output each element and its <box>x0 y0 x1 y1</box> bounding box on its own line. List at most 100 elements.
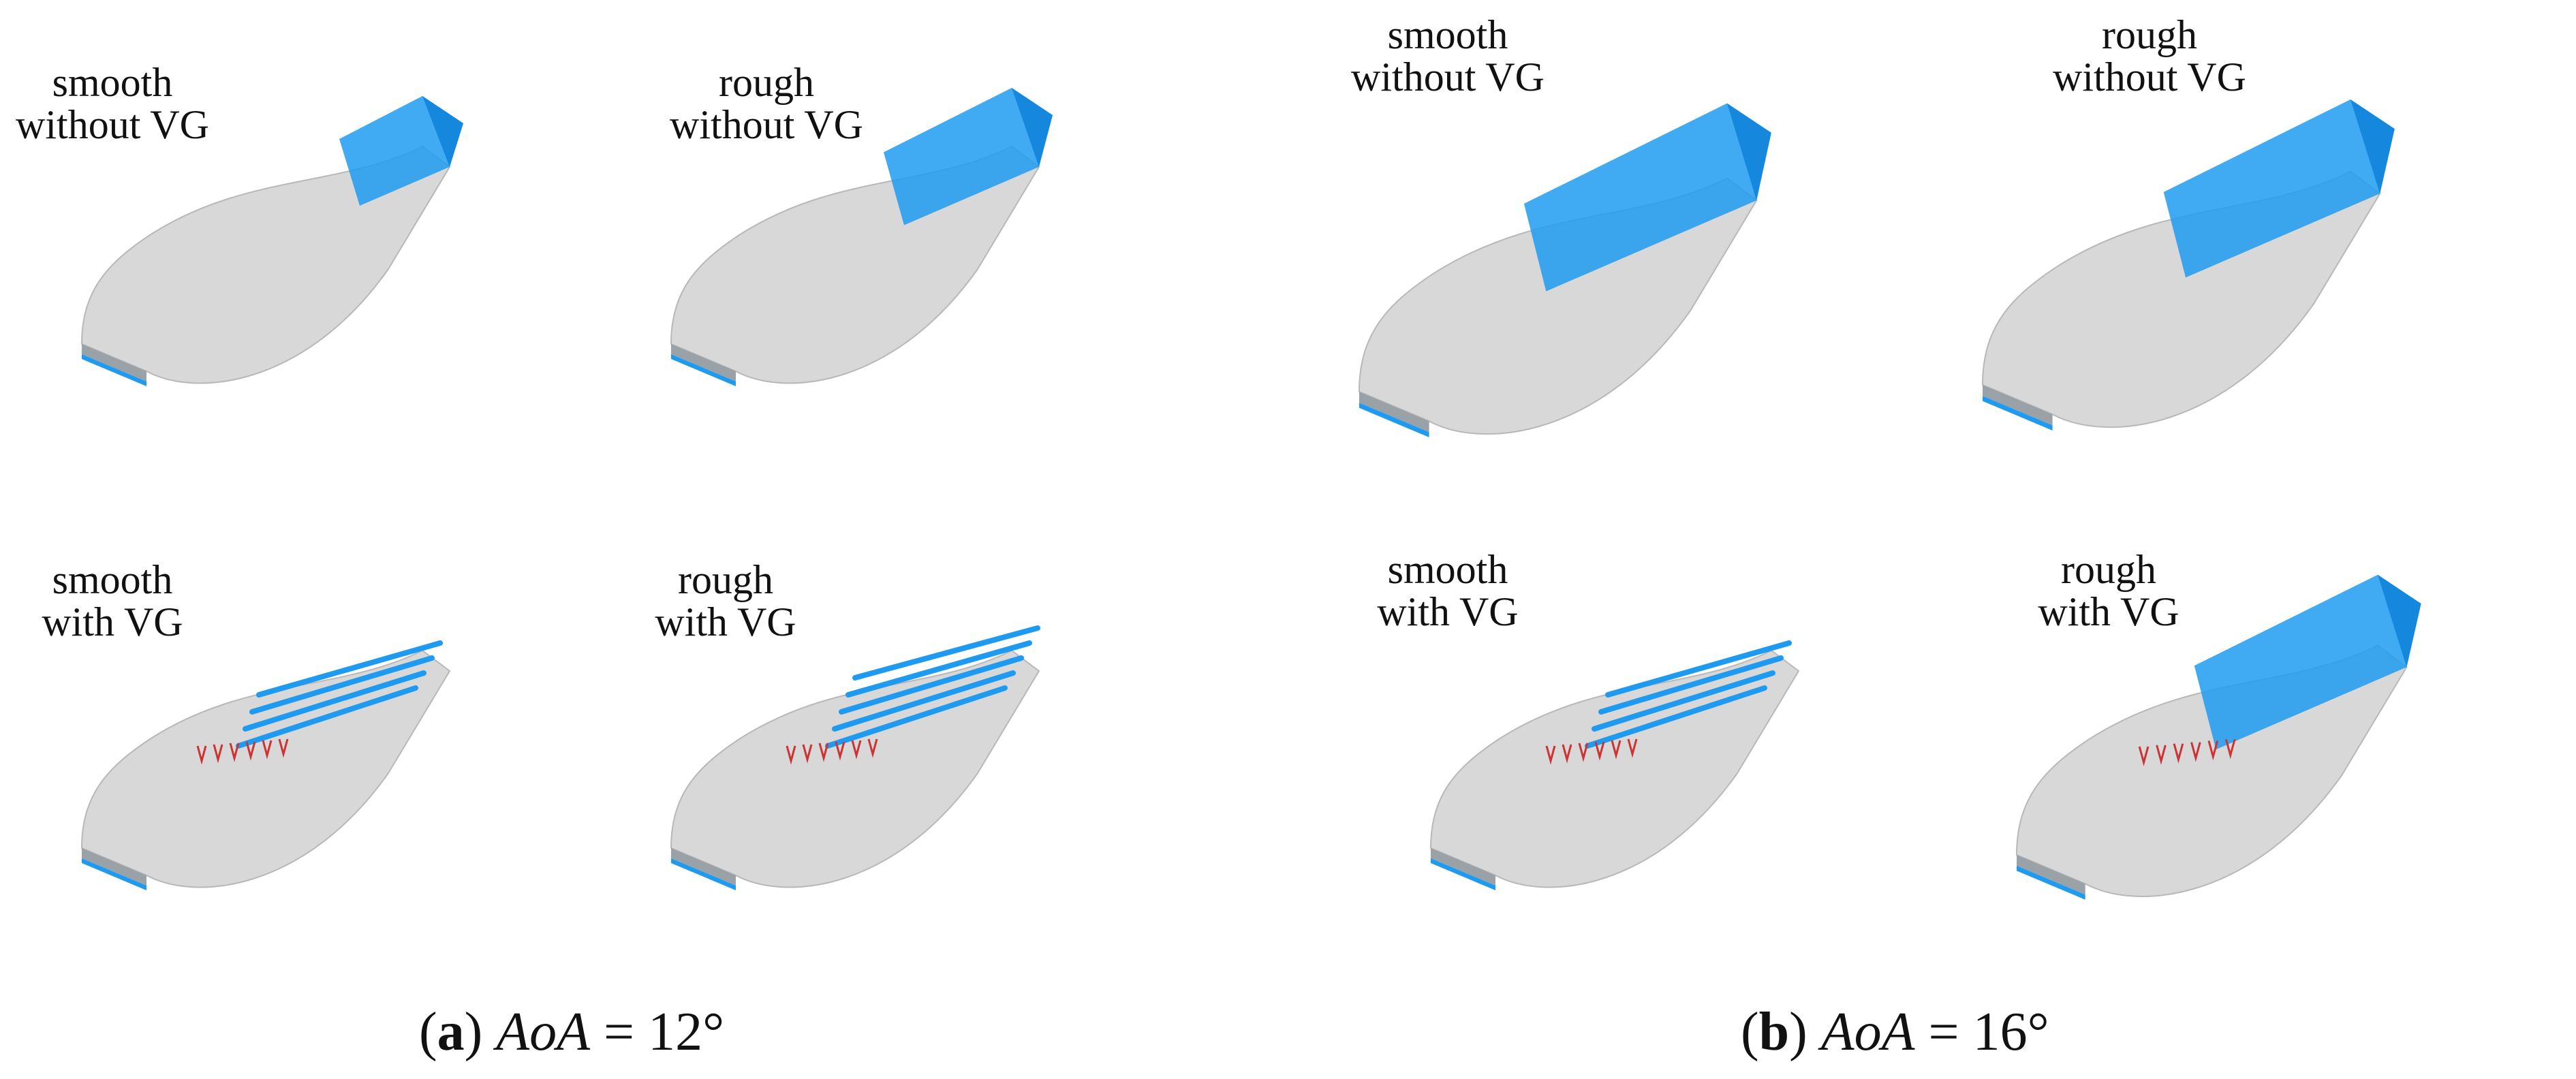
config-label: with VG <box>1377 589 1519 634</box>
separation-region-shade <box>2378 574 2421 668</box>
wing-a-3 <box>80 640 451 890</box>
wing-b-4 <box>2015 574 2421 900</box>
case-label-b-rough-without-vg: rough without VG <box>2037 14 2262 98</box>
separation-region <box>1523 103 1771 292</box>
caption-letter: a <box>437 1002 465 1062</box>
vortex-generator <box>867 738 878 758</box>
caption-variable: AoA <box>1820 1002 1915 1062</box>
surface-label: rough <box>678 557 773 602</box>
caption-letter: b <box>1758 1002 1790 1062</box>
case-label-a-smooth-with-vg: smooth with VG <box>0 559 225 643</box>
separation-region <box>2163 99 2395 278</box>
separation-region <box>2194 574 2421 750</box>
vortex-generator <box>278 738 289 758</box>
leading-edge <box>671 344 736 381</box>
leading-edge-strip <box>82 354 146 386</box>
separation-region-shade <box>2350 99 2395 194</box>
surface-label: rough <box>719 60 814 105</box>
caption-value: = 16° <box>1928 1002 2049 1062</box>
vortex-generator <box>245 741 256 761</box>
separation-region-shade <box>422 96 463 167</box>
vortex-generator <box>2173 743 2184 764</box>
case-label-b-smooth-without-vg: smooth without VG <box>1335 14 1560 98</box>
case-label-a-smooth-without-vg: smooth without VG <box>0 61 225 146</box>
caption-value: = 12° <box>604 1002 725 1062</box>
wing-b-1 <box>1358 103 1771 437</box>
vortex-generator <box>2224 739 2236 760</box>
vortex-streak <box>825 685 1008 749</box>
config-label: with VG <box>2038 589 2179 634</box>
leading-edge <box>82 848 146 886</box>
caption-b: (b) AoA = 16° <box>1741 1002 2049 1062</box>
vortex-generator <box>196 745 207 765</box>
vortex-streak <box>1592 670 1775 732</box>
leading-edge-strip <box>1983 396 2053 431</box>
vortex-generator <box>851 740 862 760</box>
vortex-streak <box>852 625 1040 681</box>
vortex-streak <box>1605 640 1792 698</box>
config-label: with VG <box>655 599 796 644</box>
vortex-streak <box>249 655 435 715</box>
leading-edge-strip <box>1359 403 1429 437</box>
vortex-generator <box>213 744 223 764</box>
vortex-streak <box>1598 655 1784 715</box>
vortex-generator <box>1578 742 1589 762</box>
surface-label: smooth <box>52 60 173 105</box>
leading-edge <box>671 848 736 886</box>
wing-surface <box>80 649 451 888</box>
leading-edge <box>1359 392 1429 433</box>
leading-edge-strip <box>1431 858 1495 890</box>
leading-edge <box>1431 848 1495 886</box>
leading-edge <box>1983 385 2053 426</box>
vortex-generator <box>1594 741 1605 761</box>
config-label: without VG <box>16 102 209 147</box>
surface-label: rough <box>2061 547 2156 592</box>
vortex-generator <box>1611 740 1621 760</box>
vortex-streak <box>236 685 418 749</box>
config-label: with VG <box>42 599 183 644</box>
vortex-generator <box>818 742 829 762</box>
vortex-streak <box>832 670 1016 732</box>
vortex-generator <box>1562 744 1572 764</box>
wing-b-3 <box>1429 640 1800 890</box>
wing-b-2 <box>1981 99 2395 431</box>
case-label-a-rough-with-vg: rough with VG <box>613 559 838 643</box>
vortex-generator <box>2207 740 2219 761</box>
wing-surface <box>670 649 1040 888</box>
surface-label: smooth <box>1387 12 1508 57</box>
vortex-streak <box>1585 685 1767 749</box>
caption-variable: AoA <box>496 1002 591 1062</box>
vortex-generator <box>262 740 273 760</box>
surface-label: rough <box>2102 12 2197 57</box>
vortex-generator <box>802 744 813 764</box>
case-label-b-smooth-with-vg: smooth with VG <box>1335 548 1560 633</box>
vortex-generator <box>786 745 796 765</box>
config-label: without VG <box>2053 54 2246 99</box>
separation-region-shade <box>1727 103 1771 201</box>
case-label-b-rough-with-vg: rough with VG <box>1996 548 2221 633</box>
wing-a-4 <box>670 625 1040 890</box>
vortex-generator <box>835 741 845 761</box>
vortex-streak <box>243 670 426 732</box>
vortex-generator <box>229 742 240 762</box>
vortex-streak <box>839 655 1024 715</box>
leading-edge-strip <box>82 858 146 890</box>
leading-edge <box>82 344 146 381</box>
surface-label: smooth <box>1387 547 1508 592</box>
vortex-streak <box>845 640 1032 698</box>
config-label: without VG <box>1351 54 1545 99</box>
wing-a-2 <box>670 88 1053 386</box>
separation-region <box>339 96 463 206</box>
separation-region <box>884 88 1053 225</box>
leading-edge <box>2017 855 2085 895</box>
vortex-streak <box>256 640 443 698</box>
wing-surface <box>1429 649 1800 888</box>
separation-region-shade <box>1012 88 1053 167</box>
vortex-generator <box>2138 746 2150 767</box>
vortex-generator <box>1627 738 1638 758</box>
case-label-a-rough-without-vg: rough without VG <box>654 61 879 146</box>
leading-edge-strip <box>671 858 736 890</box>
leading-edge-strip <box>671 354 736 386</box>
leading-edge-strip <box>2017 865 2085 900</box>
